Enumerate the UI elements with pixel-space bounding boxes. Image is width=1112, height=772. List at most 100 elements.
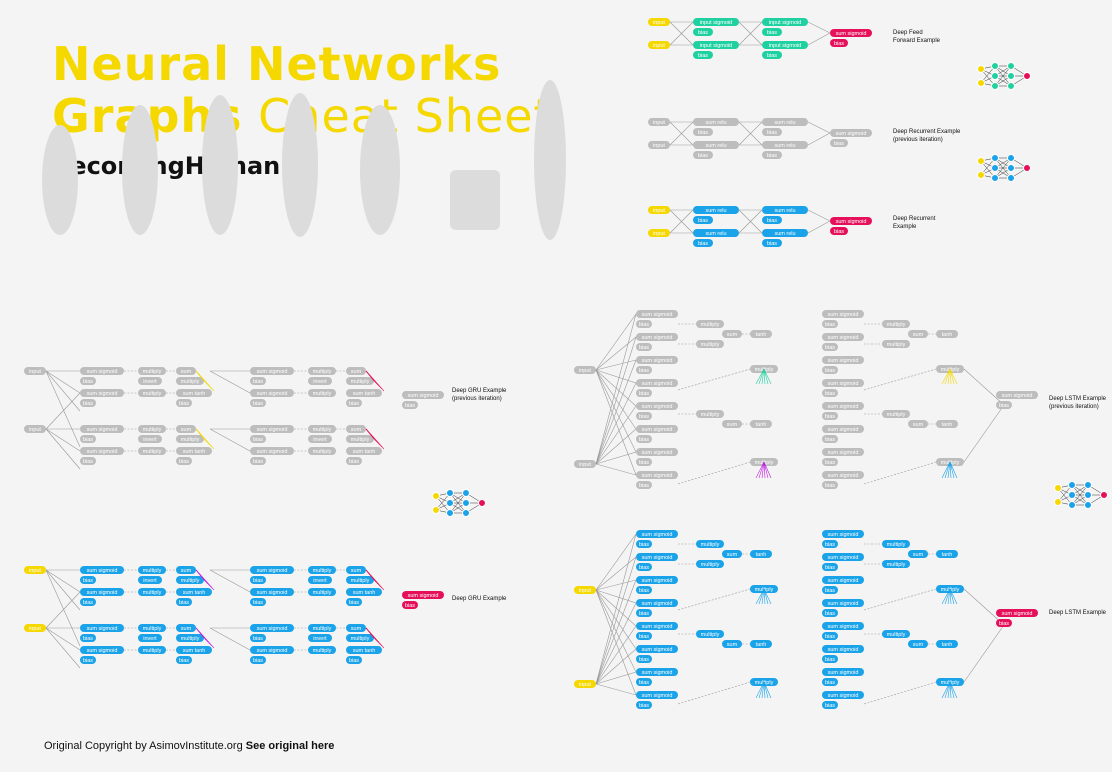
bias-node: bias [80,457,96,465]
edge-line [595,589,637,650]
multiply-node: multiply [882,540,910,548]
node-label: sum relu [705,120,726,126]
see-original-link[interactable]: See original here [245,740,335,752]
node-label: sum sigmoid [828,647,859,653]
edge-line [963,404,1005,463]
multiply-node: multiply [176,576,204,584]
tanh-node: sum tanh [176,447,212,455]
bias-node: bias [693,239,713,247]
edge-line [595,533,637,685]
tanh-node: sum tanh [176,389,212,397]
sigmoid-node: sum sigmoid [250,425,294,433]
node-label: bias [253,437,263,443]
output-node: sum sigmoid [830,217,872,225]
node-label: input [29,568,41,574]
multiply-node: multiply [882,410,910,418]
node-label: input sigmoid [769,43,801,49]
node-label: sum sigmoid [828,404,859,410]
bias-node: bias [346,457,362,465]
node-label: multiply [143,449,162,455]
edge-line [45,569,81,647]
node-label: tanh [756,332,767,338]
node-label: bias [349,600,359,606]
node-label: sum [913,642,924,648]
node-label: tanh [942,642,953,648]
edge-line [45,428,81,470]
node-label: bias [698,218,708,224]
multiply-node: multiply [176,377,204,385]
bias-node: bias [250,656,266,664]
node-label: bias [834,229,844,235]
edge-line [807,121,831,134]
node-label: multiply [701,342,720,348]
input-node: input [648,206,670,214]
multiply-node: multiply [308,588,336,596]
bias-node: bias [636,655,652,663]
node-label: multiply [701,412,720,418]
node-label: multiply [313,449,332,455]
node-label: sum sigmoid [1002,393,1033,399]
edge-line [595,579,637,591]
node-label: input [653,143,665,149]
node-label: invert [313,636,327,642]
tanh-node: tanh [750,640,772,648]
bias-node: bias [830,139,848,147]
node-label: sum sigmoid [257,369,288,375]
node-label: bias [83,578,93,584]
edge-line [677,461,751,485]
tanh-node: tanh [936,420,958,428]
node-label: multiply [701,632,720,638]
node-label: sum sigmoid [87,391,118,397]
edge-line [941,461,951,479]
node-label: bias [83,437,93,443]
edge-line [209,428,251,452]
multiply-node: multiply [696,540,724,548]
bias-node: bias [402,401,418,409]
node-label: invert [143,636,157,642]
tanh-node: sum tanh [346,588,382,596]
node-label: invert [143,437,157,443]
node-label: bias [253,636,263,642]
example-label-rec-prev: (previous iteration) [893,137,943,143]
bias-node: bias [822,540,838,548]
node-label: sum sigmoid [828,555,859,561]
multiply-node: multiply [696,560,724,568]
node-label: sum sigmoid [828,450,859,456]
edge-line [595,671,637,685]
node-label: sum sigmoid [828,381,859,387]
edge-line [595,451,637,465]
sum-node: sum [908,420,928,428]
bias-node: bias [996,619,1012,627]
node-label: sum sigmoid [642,532,673,538]
bias-node: bias [176,656,192,664]
bias-node: bias [250,435,266,443]
node-label: tanh [756,642,767,648]
node-label: input [579,682,591,688]
output-node: sum sigmoid [402,391,444,399]
node-label: bias [825,391,835,397]
edge-line [949,461,955,479]
edge-line [949,368,952,385]
edge-line [763,368,766,385]
node-label: sum sigmoid [828,427,859,433]
node-label: sum sigmoid [642,312,673,318]
sigmoid-node: sum sigmoid [822,356,864,364]
invert-node: invert [308,634,332,642]
node-label: bias [999,403,1009,409]
bias-node: bias [636,540,652,548]
multiply-node: multiply [138,588,166,596]
bias-node: bias [762,28,782,36]
bias-node: bias [636,458,652,466]
bias-node: bias [822,678,838,686]
sigmoid-node: sum sigmoid [250,389,294,397]
node-label: multiply [313,590,332,596]
node-label: bias [639,368,649,374]
node-label: input [29,626,41,632]
node-label: sum sigmoid [642,647,673,653]
edge-line [763,461,769,479]
node-label: bias [639,391,649,397]
edge-line [763,588,769,605]
node-label: bias [825,345,835,351]
edge-line [947,461,951,479]
node-label: bias [825,611,835,617]
